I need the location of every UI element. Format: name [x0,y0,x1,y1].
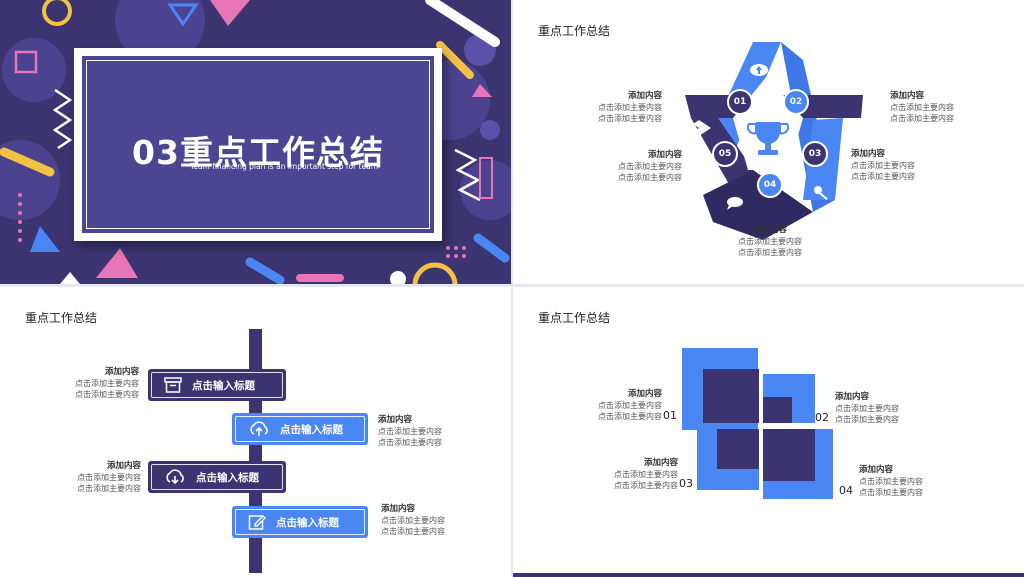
star-badge-01: 01 [727,89,753,115]
key-icon [814,186,828,200]
label-heading: 添加内容 [859,465,894,475]
timeline-spine [249,329,262,577]
slide-thumbnail-timeline[interactable]: 重点工作总结 点击输入标题 添加内容 点击添加主要内容 点击添加主要内容 点击输… [0,287,511,577]
label-line: 点击添加主要内容 [859,488,923,497]
block-label-02: 添加内容 点击添加主要内容 点击添加主要内容 [835,392,899,425]
step-title: 点击输入标题 [280,423,343,436]
label-line: 点击添加主要内容 [890,103,954,112]
step-title: 点击输入标题 [276,516,339,529]
label-line: 点击添加主要内容 [378,427,442,436]
label-heading: 添加内容 [378,415,413,425]
slide-thumbnail-next-right[interactable] [513,573,1024,577]
cover-subtitle: Team financing plan is an important step… [190,162,379,171]
chat-bubble-icon [727,197,743,210]
edit-icon [248,515,266,530]
label-heading: 添加内容 [752,225,787,235]
slide-title: 重点工作总结 [538,311,611,325]
label-line: 点击添加主要内容 [614,481,678,490]
star-label-01: 添加内容 点击添加主要内容 点击添加主要内容 [598,91,662,124]
block-label-01: 添加内容 点击添加主要内容 点击添加主要内容 [598,389,662,422]
label-heading: 添加内容 [381,504,416,514]
label-line: 点击添加主要内容 [851,172,915,181]
label-line: 点击添加主要内容 [859,477,923,486]
star-label-04: 添加内容 点击添加主要内容 点击添加主要内容 [738,225,802,258]
timeline-label-3: 添加内容 点击添加主要内容 点击添加主要内容 [77,461,141,494]
cover-title-card: 03重点工作总结 Team financing plan is an impor… [74,48,442,241]
slide-thumbnail-next-left[interactable] [0,573,511,577]
label-line: 点击添加主要内容 [598,401,662,410]
label-heading: 添加内容 [106,461,141,471]
dropbox-icon [693,120,711,136]
timeline-label-4: 添加内容 点击添加主要内容 点击添加主要内容 [381,504,445,537]
block-04-inner [763,429,815,481]
timeline-label-2: 添加内容 点击添加主要内容 点击添加主要内容 [378,415,442,448]
label-line: 点击添加主要内容 [618,173,682,182]
label-line: 点击添加主要内容 [381,527,445,536]
label-line: 点击添加主要内容 [75,379,139,388]
label-line: 点击添加主要内容 [598,412,662,421]
step-title: 点击输入标题 [192,379,255,392]
cloud-upload-icon [250,421,268,436]
block-03-inner [717,429,759,469]
cover-title: 03重点工作总结 [132,133,384,172]
block-label-04: 添加内容 点击添加主要内容 点击添加主要内容 [859,465,923,498]
timeline-label-1: 添加内容 点击添加主要内容 点击添加主要内容 [75,367,139,400]
cover-title-panel: 03重点工作总结 Team financing plan is an impor… [82,56,434,233]
label-heading: 添加内容 [627,389,662,399]
label-line: 点击添加主要内容 [890,114,954,123]
label-heading: 添加内容 [647,150,682,160]
label-line: 点击添加主要内容 [77,484,141,493]
slide-thumbnail-cover[interactable]: 03重点工作总结 Team financing plan is an impor… [0,0,511,284]
label-line: 点击添加主要内容 [381,516,445,525]
star-badge-04: 04 [757,172,783,198]
label-line: 点击添加主要内容 [738,248,802,257]
label-heading: 添加内容 [627,91,662,101]
microphone-icon [823,96,837,113]
label-line: 点击添加主要内容 [738,237,802,246]
timeline-step-1[interactable]: 点击输入标题 [148,369,286,401]
star-badge-02: 02 [783,89,809,115]
timeline-step-2[interactable]: 点击输入标题 [232,413,368,445]
block-number-01: 01 [663,409,677,422]
label-heading: 添加内容 [890,91,925,101]
label-heading: 添加内容 [851,149,886,159]
slide-thumbnail-blocks[interactable]: 重点工作总结 添加内容 点击添加主要内容 点击添加主要内容 01 添加内容 点击… [513,287,1024,577]
block-02-inner [763,397,792,423]
block-number-02: 02 [815,411,829,424]
label-line: 点击添加主要内容 [598,114,662,123]
star-label-02: 添加内容 点击添加主要内容 点击添加主要内容 [890,91,954,124]
star-label-03: 添加内容 点击添加主要内容 点击添加主要内容 [851,149,915,182]
cover-title-frame [86,60,430,229]
trophy-icon [746,122,790,155]
slide-title: 重点工作总结 [25,311,98,325]
label-heading: 添加内容 [643,458,678,468]
cloud-download-icon [166,469,184,485]
block-01-inner [703,369,759,423]
label-line: 点击添加主要内容 [598,103,662,112]
label-heading: 添加内容 [835,392,870,402]
star-badge-03: 03 [802,141,828,167]
label-line: 点击添加主要内容 [835,415,899,424]
block-label-03: 添加内容 点击添加主要内容 点击添加主要内容 [614,458,678,491]
label-line: 点击添加主要内容 [75,390,139,399]
star-label-05: 添加内容 点击添加主要内容 点击添加主要内容 [618,150,682,183]
timeline-step-4[interactable]: 点击输入标题 [232,506,368,538]
block-number-03: 03 [679,477,693,490]
label-line: 点击添加主要内容 [851,161,915,170]
archive-box-icon [164,377,182,393]
star-badge-05: 05 [712,141,738,167]
label-line: 点击添加主要内容 [618,162,682,171]
label-heading: 添加内容 [104,367,139,377]
timeline-step-3[interactable]: 点击输入标题 [148,461,286,493]
label-line: 点击添加主要内容 [77,473,141,482]
slide-thumbnail-star[interactable]: 重点工作总结 [513,0,1024,284]
label-line: 点击添加主要内容 [614,470,678,479]
label-line: 点击添加主要内容 [378,438,442,447]
slide-title: 重点工作总结 [538,24,611,38]
label-line: 点击添加主要内容 [835,404,899,413]
cloud-upload-icon [750,64,768,76]
step-title: 点击输入标题 [196,471,259,484]
block-number-04: 04 [839,484,853,497]
